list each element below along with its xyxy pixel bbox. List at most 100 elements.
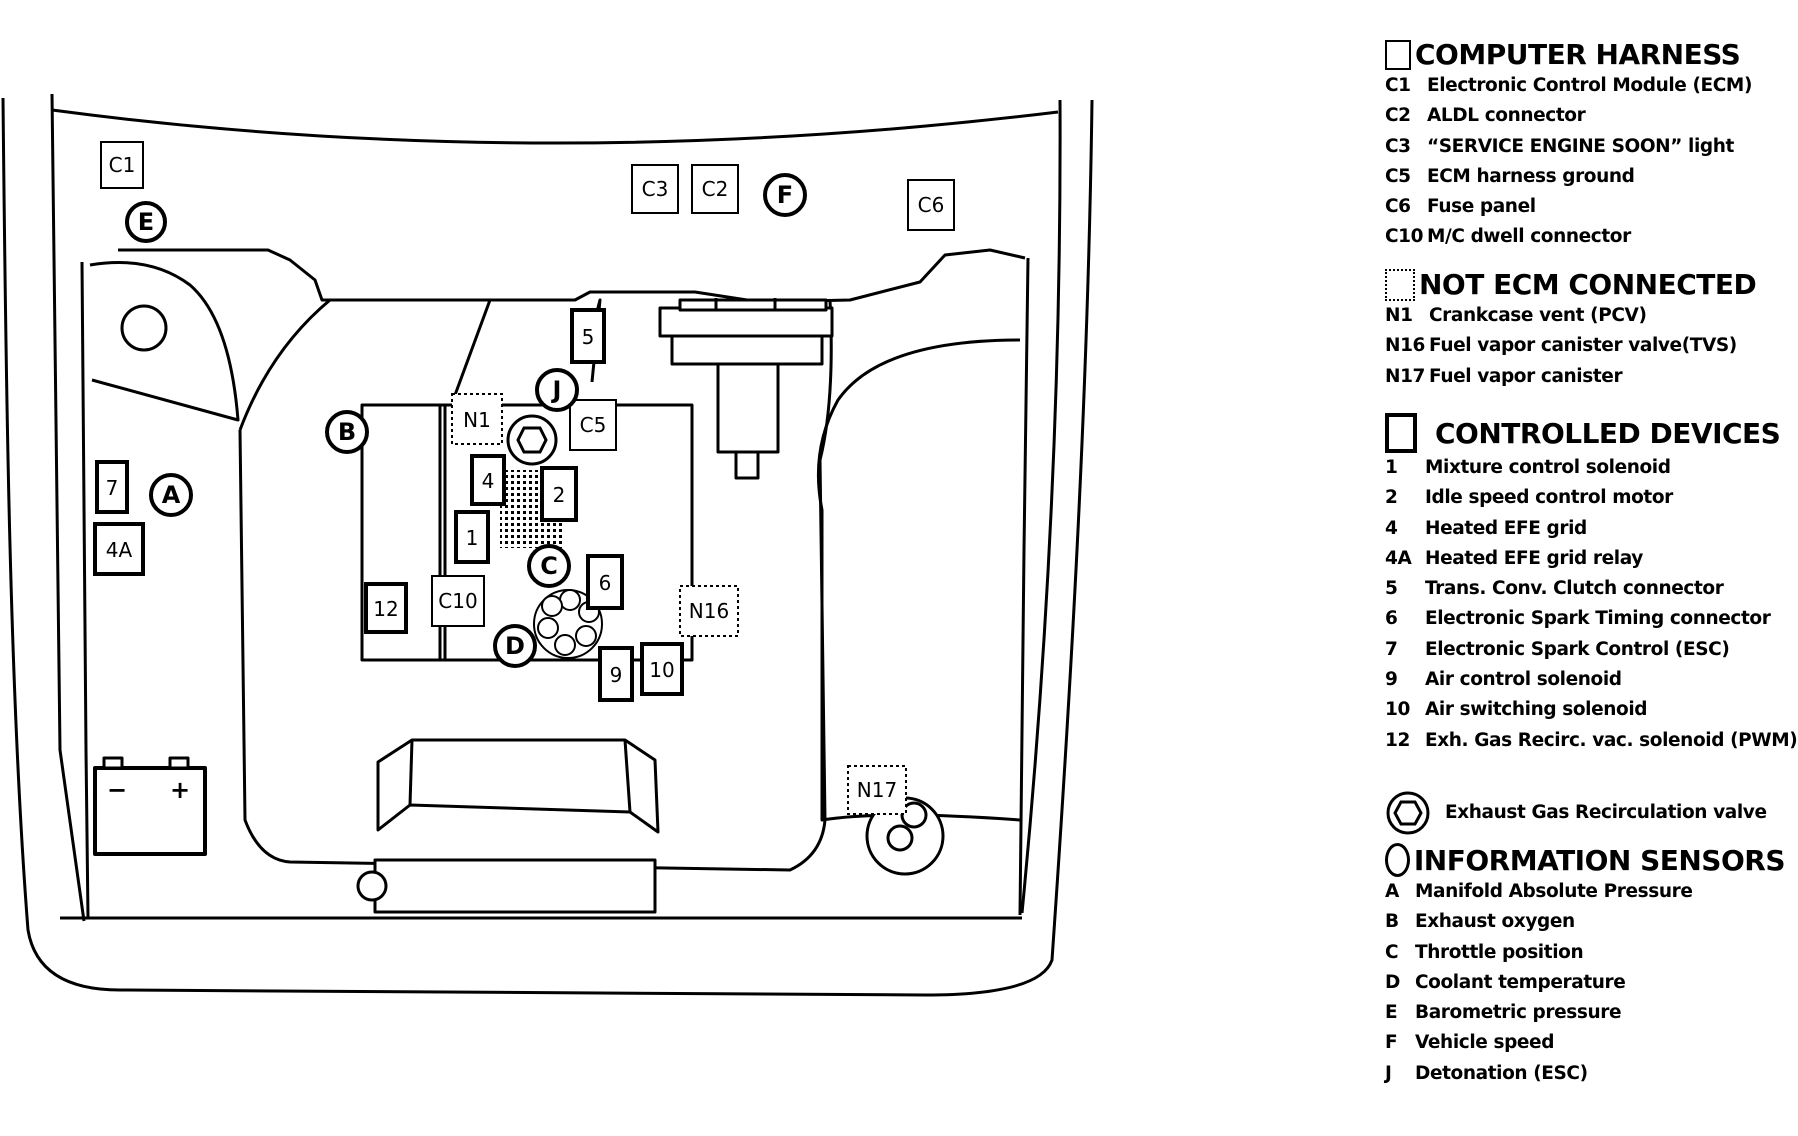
legend-item-code: 12 — [1385, 729, 1410, 751]
box-d2 — [540, 466, 578, 522]
legend-title-computer-harness: COMPUTER HARNESS — [1385, 38, 1785, 71]
label-sF: F — [777, 181, 793, 209]
legend-item-code: B — [1385, 911, 1399, 933]
legend-item-code: 7 — [1385, 638, 1398, 660]
box-d4 — [470, 454, 506, 506]
box-c10 — [431, 575, 485, 627]
legend-item-code: N17 — [1385, 365, 1426, 387]
legend-item-desc: Fuel vapor canister valve(TVS) — [1429, 335, 1737, 357]
legend-item-code: 4A — [1385, 547, 1412, 569]
label-c10: C10 — [438, 589, 477, 613]
label-n16: N16 — [689, 599, 729, 623]
label-d12: 12 — [373, 597, 398, 621]
legend-egr: Exhaust Gas Recirculation valve — [1385, 783, 1785, 843]
engine-outline — [238, 299, 833, 872]
label-d6: 6 — [599, 571, 612, 595]
box-n1 — [451, 393, 503, 445]
circle-sB — [325, 410, 369, 454]
box-c6 — [907, 179, 955, 231]
box-c1 — [100, 141, 144, 189]
inner-fender-right-2 — [1018, 257, 1030, 916]
label-c3: C3 — [642, 177, 669, 201]
label-d2: 2 — [553, 483, 566, 507]
legend-item-code: F — [1385, 1032, 1398, 1054]
legend-item-desc: “SERVICE ENGINE SOON” light — [1427, 135, 1734, 157]
label-n17: N17 — [857, 778, 897, 802]
label-sB: B — [338, 418, 356, 446]
legend-item-desc: Idle speed control motor — [1425, 487, 1673, 509]
box-n17 — [847, 765, 907, 815]
legend-item-code: J — [1385, 1062, 1392, 1084]
box-c2 — [691, 164, 739, 214]
circle-sF — [763, 173, 807, 217]
box-d12 — [364, 582, 408, 634]
thin-box-symbol-icon — [1385, 39, 1411, 70]
box-d10 — [640, 642, 684, 696]
legend-item-code: 1 — [1385, 457, 1398, 478]
legend-item-code: 4 — [1385, 517, 1398, 539]
legend-item-desc: Coolant temperature — [1415, 971, 1626, 993]
box-d7 — [95, 460, 129, 514]
legend-item-code: N16 — [1385, 335, 1426, 357]
legend-item-code: 9 — [1385, 669, 1398, 691]
legend-item: C6 Fuse panel — [1385, 192, 1785, 222]
thick-box-symbol-icon — [1385, 413, 1417, 453]
legend-item: 6 Electronic Spark Timing connector — [1385, 604, 1785, 634]
legend-item: 1 Mixture control solenoid — [1385, 453, 1785, 483]
legend-item-desc: ALDL connector — [1427, 105, 1586, 127]
engine-compartment-diagram: C1 C3 C2 C6 C5 C10 N1 N16 N17 7 4A 5 4 2… — [1, 93, 1094, 997]
distributor-cap — [533, 589, 603, 659]
circle-sE — [125, 201, 167, 243]
legend-item-code: 5 — [1385, 578, 1398, 600]
egr-valve — [506, 414, 558, 466]
label-d4: 4 — [482, 469, 495, 493]
firewall-top — [51, 108, 1059, 145]
label-sJ: J — [551, 376, 562, 404]
box-d4a — [93, 522, 145, 576]
label-sA: A — [162, 481, 181, 509]
radiator — [356, 738, 660, 914]
label-c1: C1 — [109, 153, 136, 177]
label-d1: 1 — [466, 526, 479, 550]
legend-item: 9 Air control solenoid — [1385, 665, 1785, 695]
legend-item-code: 6 — [1385, 608, 1398, 630]
legend-item-desc: Air control solenoid — [1425, 669, 1622, 691]
legend-item-code: E — [1385, 1002, 1398, 1024]
box-c5 — [569, 399, 617, 451]
legend-item-code: C2 — [1385, 105, 1411, 127]
dotted-box-symbol-icon — [1385, 268, 1415, 301]
legend-egr-label: Exhaust Gas Recirculation valve — [1445, 801, 1767, 823]
legend-title-information-sensors: INFORMATION SENSORS — [1385, 843, 1786, 877]
legend-item: J Detonation (ESC) — [1385, 1059, 1785, 1089]
label-d4a: 4A — [106, 538, 133, 562]
legend-item-desc: Mixture control solenoid — [1425, 457, 1671, 478]
label-c2: C2 — [702, 177, 729, 201]
legend-item-code: C10 — [1385, 226, 1424, 248]
legend-item-desc: Electronic Spark Timing connector — [1425, 608, 1771, 630]
legend-item-desc: Vehicle speed — [1415, 1032, 1555, 1054]
label-d9: 9 — [610, 663, 623, 687]
legend-item-desc: Detonation (ESC) — [1415, 1062, 1588, 1084]
legend-item-desc: Heated EFE grid — [1425, 517, 1587, 539]
legend-item-code: A — [1385, 881, 1399, 902]
egr-valve-icon — [1386, 791, 1430, 835]
legend-item-code: C6 — [1385, 196, 1411, 218]
label-sC: C — [540, 552, 558, 580]
label-c5: C5 — [580, 413, 607, 437]
circle-sJ — [535, 368, 579, 412]
battery-plus-label: + — [170, 776, 190, 804]
left-reservoir-cap — [120, 304, 168, 352]
legend-item-desc: Fuse panel — [1427, 196, 1536, 218]
